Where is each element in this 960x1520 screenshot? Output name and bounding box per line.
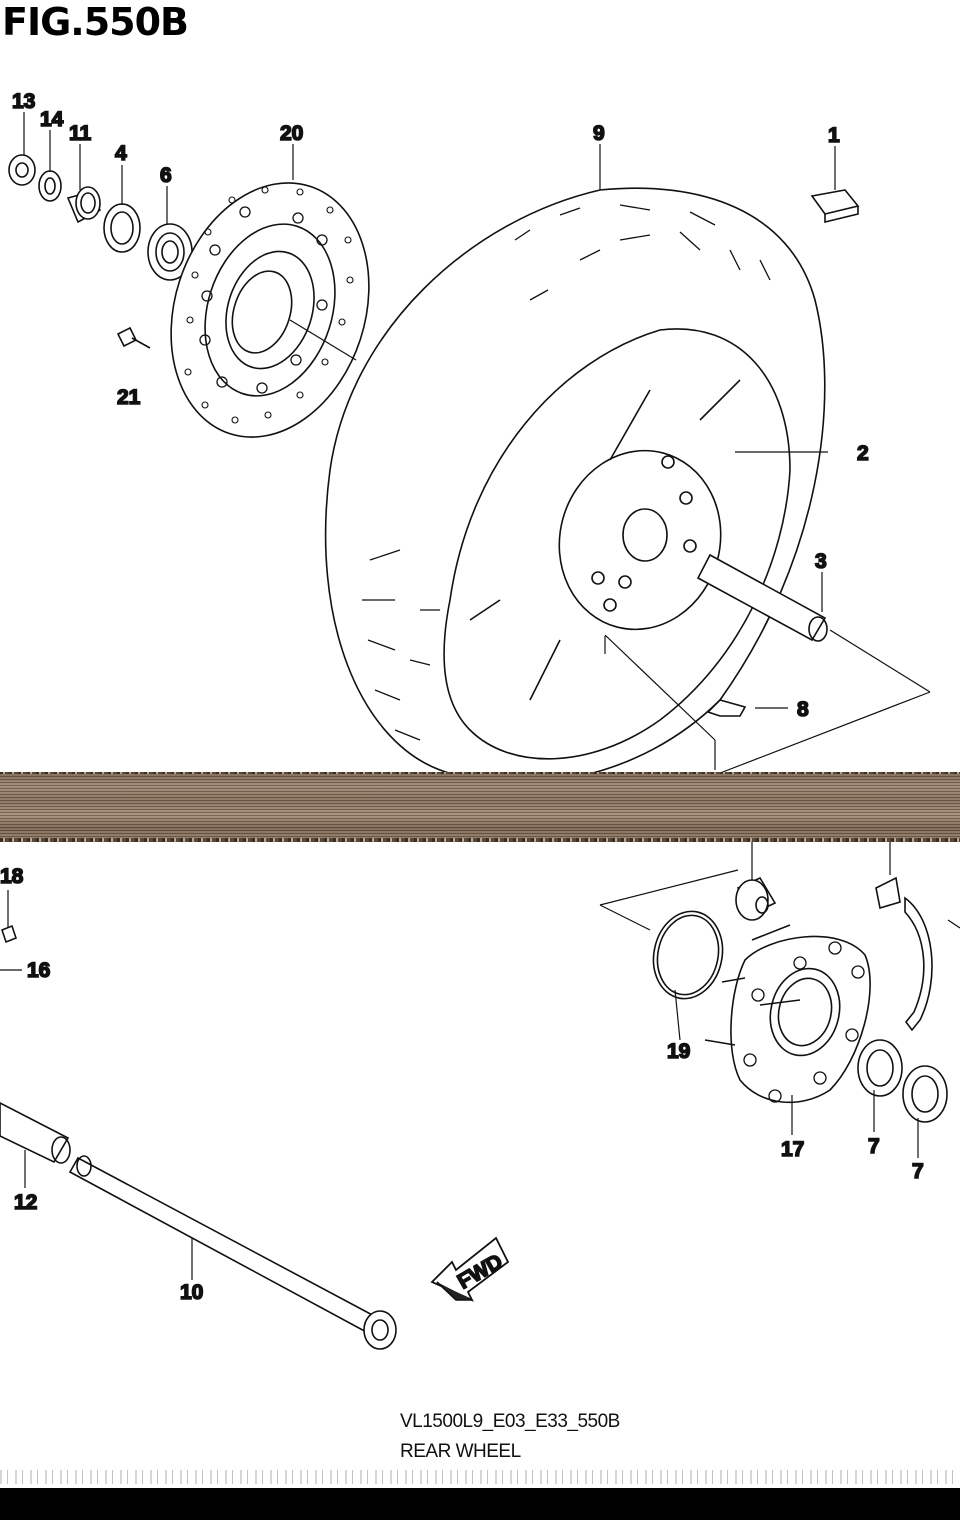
- callout-7b: 7: [912, 1160, 924, 1183]
- callout-19: 19: [667, 1040, 690, 1063]
- callout-12: 12: [14, 1191, 37, 1214]
- seal-4[interactable]: [103, 203, 141, 253]
- callout-17: 17: [781, 1138, 804, 1161]
- callout-2: 2: [857, 442, 869, 465]
- figure-title: FIG.550B: [2, 0, 189, 44]
- callout-8: 8: [797, 698, 809, 721]
- bottom-black-bar: [0, 1488, 960, 1520]
- nut-13[interactable]: [8, 154, 36, 186]
- brake-disc-20[interactable]: [139, 157, 400, 463]
- valve-8[interactable]: [706, 699, 747, 717]
- torn-paper-band: [0, 774, 960, 840]
- callout-9: 9: [593, 122, 605, 145]
- bearing-7b[interactable]: [902, 1065, 948, 1123]
- callout-10: 10: [180, 1281, 203, 1304]
- callout-4: 4: [115, 142, 127, 165]
- callout-3: 3: [815, 550, 827, 573]
- axle-spacer-3[interactable]: [696, 553, 828, 642]
- tear-edge-bottom: [0, 838, 960, 842]
- weight-1[interactable]: [810, 189, 860, 224]
- callout-21: 21: [117, 386, 141, 409]
- lock-plate[interactable]: [875, 876, 933, 1032]
- callout-16: 16: [27, 959, 50, 982]
- callout-7a: 7: [868, 1135, 880, 1158]
- callout-18: 18: [0, 865, 24, 888]
- washer-14[interactable]: [38, 170, 62, 202]
- wheel-2[interactable]: [469, 379, 741, 701]
- bolt-18[interactable]: [1, 924, 17, 944]
- scan-noise-line: [0, 1470, 960, 1484]
- hub-17[interactable]: [704, 924, 871, 1104]
- callout-13: 13: [12, 90, 35, 113]
- bearing-7a[interactable]: [857, 1039, 903, 1097]
- fwd-arrow-icon: [430, 1236, 510, 1302]
- spacer-top-collar[interactable]: [735, 876, 777, 921]
- figure-code: VL1500L9_E03_E33_550B: [400, 1411, 620, 1432]
- o-ring-19[interactable]: [646, 905, 731, 1005]
- callout-20: 20: [280, 122, 303, 145]
- callout-11: 11: [69, 122, 92, 145]
- callout-14: 14: [40, 108, 64, 131]
- figure-name: REAR WHEEL: [400, 1441, 521, 1462]
- axle-10[interactable]: [68, 1155, 397, 1350]
- spacer-11[interactable]: [66, 186, 102, 224]
- callout-1: 1: [828, 124, 840, 147]
- bolt-21[interactable]: [116, 326, 151, 349]
- tire-9[interactable]: [324, 187, 826, 785]
- callout-6: 6: [160, 164, 172, 187]
- spacer-12[interactable]: [0, 1102, 71, 1164]
